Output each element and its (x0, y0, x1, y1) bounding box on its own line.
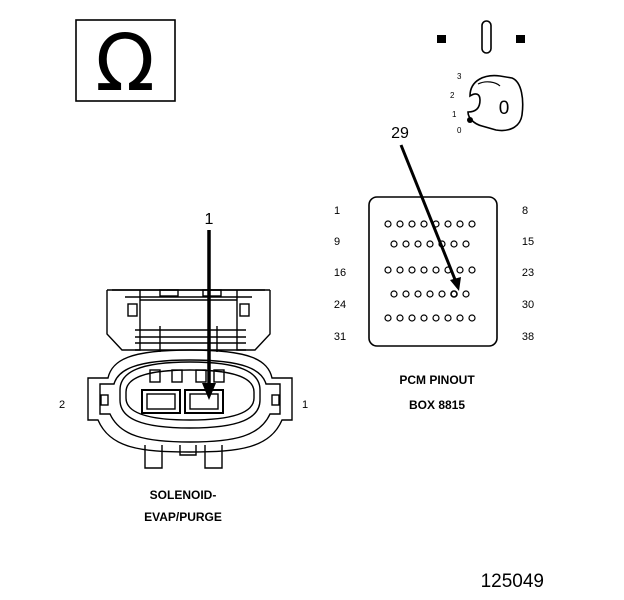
pcm-pin-4 (420, 220, 428, 228)
pcm-pin-grid (384, 220, 476, 322)
pcm-pin-12 (426, 240, 434, 248)
pcm-caption-line-1: PCM PINOUT (399, 373, 475, 387)
pcm-box-outline (368, 196, 498, 347)
ohmmeter-icon: Ω (75, 19, 176, 109)
ignition-switch-icon: 0 3 2 1 0 (437, 20, 525, 135)
pcm-pin-18 (408, 266, 416, 274)
ohm-symbol: Ω (95, 19, 155, 109)
pcm-callout-arrow (399, 144, 458, 283)
pcm-pin-33 (408, 314, 416, 322)
pcm-pin-7 (456, 220, 464, 228)
pcm-pin-31 (384, 314, 392, 322)
pcm-pin-16 (384, 266, 392, 274)
pcm-pin-label-right: 15 (522, 236, 534, 248)
pcm-pin-1 (384, 220, 392, 228)
pcm-pin-6 (444, 220, 452, 228)
pcm-pin-28 (438, 290, 446, 298)
ignition-position-2: 2 (450, 91, 455, 100)
pcm-pin-label-left: 24 (334, 299, 346, 311)
solenoid-connector (87, 230, 293, 469)
pcm-pin-20 (432, 266, 440, 274)
pcm-pin-36 (444, 314, 452, 322)
connector-caption-line-1: SOLENOID- (149, 488, 217, 502)
pcm-pin-8 (468, 220, 476, 228)
connector-callout-number: 1 (205, 211, 214, 228)
pcm-pin-10 (402, 240, 410, 248)
pcm-pin-19 (420, 266, 428, 274)
pcm-pin-9 (390, 240, 398, 248)
pcm-pin-15 (462, 240, 470, 248)
pcm-callout-arrowhead (450, 277, 461, 291)
pcm-pin-14 (450, 240, 458, 248)
pcm-pin-label-right: 30 (522, 299, 534, 311)
pcm-pin-11 (414, 240, 422, 248)
pcm-pin-34 (420, 314, 428, 322)
pcm-pin-22 (456, 266, 464, 274)
pcm-pin-label-left: 31 (334, 331, 346, 343)
connector-caption-line-2: EVAP/PURGE (144, 510, 222, 524)
pcm-pin-23 (468, 266, 476, 274)
pcm-pin-label-right: 23 (522, 267, 534, 279)
pcm-pin-2 (396, 220, 404, 228)
pcm-pin-25 (402, 290, 410, 298)
pcm-pin-label-left: 1 (334, 205, 340, 217)
pcm-pin-32 (396, 314, 404, 322)
pcm-pin-label-left: 9 (334, 236, 340, 248)
figure-id: 125049 (480, 571, 544, 592)
pcm-pin-label-right: 8 (522, 205, 528, 217)
pcm-pin-38 (468, 314, 476, 322)
pcm-pin-30 (462, 290, 470, 298)
pcm-pin-17 (396, 266, 404, 274)
pcm-pin-3 (408, 220, 416, 228)
connector-pin-label-left: 2 (59, 399, 65, 411)
connector-pin-label-right: 1 (302, 399, 308, 411)
pcm-pin-35 (432, 314, 440, 322)
pcm-pin-37 (456, 314, 464, 322)
pcm-pin-29 (450, 290, 458, 298)
pcm-pin-27 (426, 290, 434, 298)
pcm-pin-24 (390, 290, 398, 298)
pcm-callout-number: 29 (391, 125, 409, 142)
ignition-position-1: 1 (452, 110, 457, 119)
pcm-pin-26 (414, 290, 422, 298)
pcm-caption-line-2: BOX 8815 (408, 398, 466, 412)
pcm-pinout: 1 9 16 24 31 8 15 23 30 38 29 (334, 125, 534, 347)
pcm-pin-label-right: 38 (522, 331, 534, 343)
connector-callout-arrowhead (202, 383, 216, 400)
ignition-pointer-dot (467, 117, 473, 123)
key-label: 0 (499, 98, 510, 119)
ignition-position-0: 0 (457, 126, 462, 135)
pcm-pin-label-left: 16 (334, 267, 346, 279)
ignition-position-3: 3 (457, 72, 462, 81)
